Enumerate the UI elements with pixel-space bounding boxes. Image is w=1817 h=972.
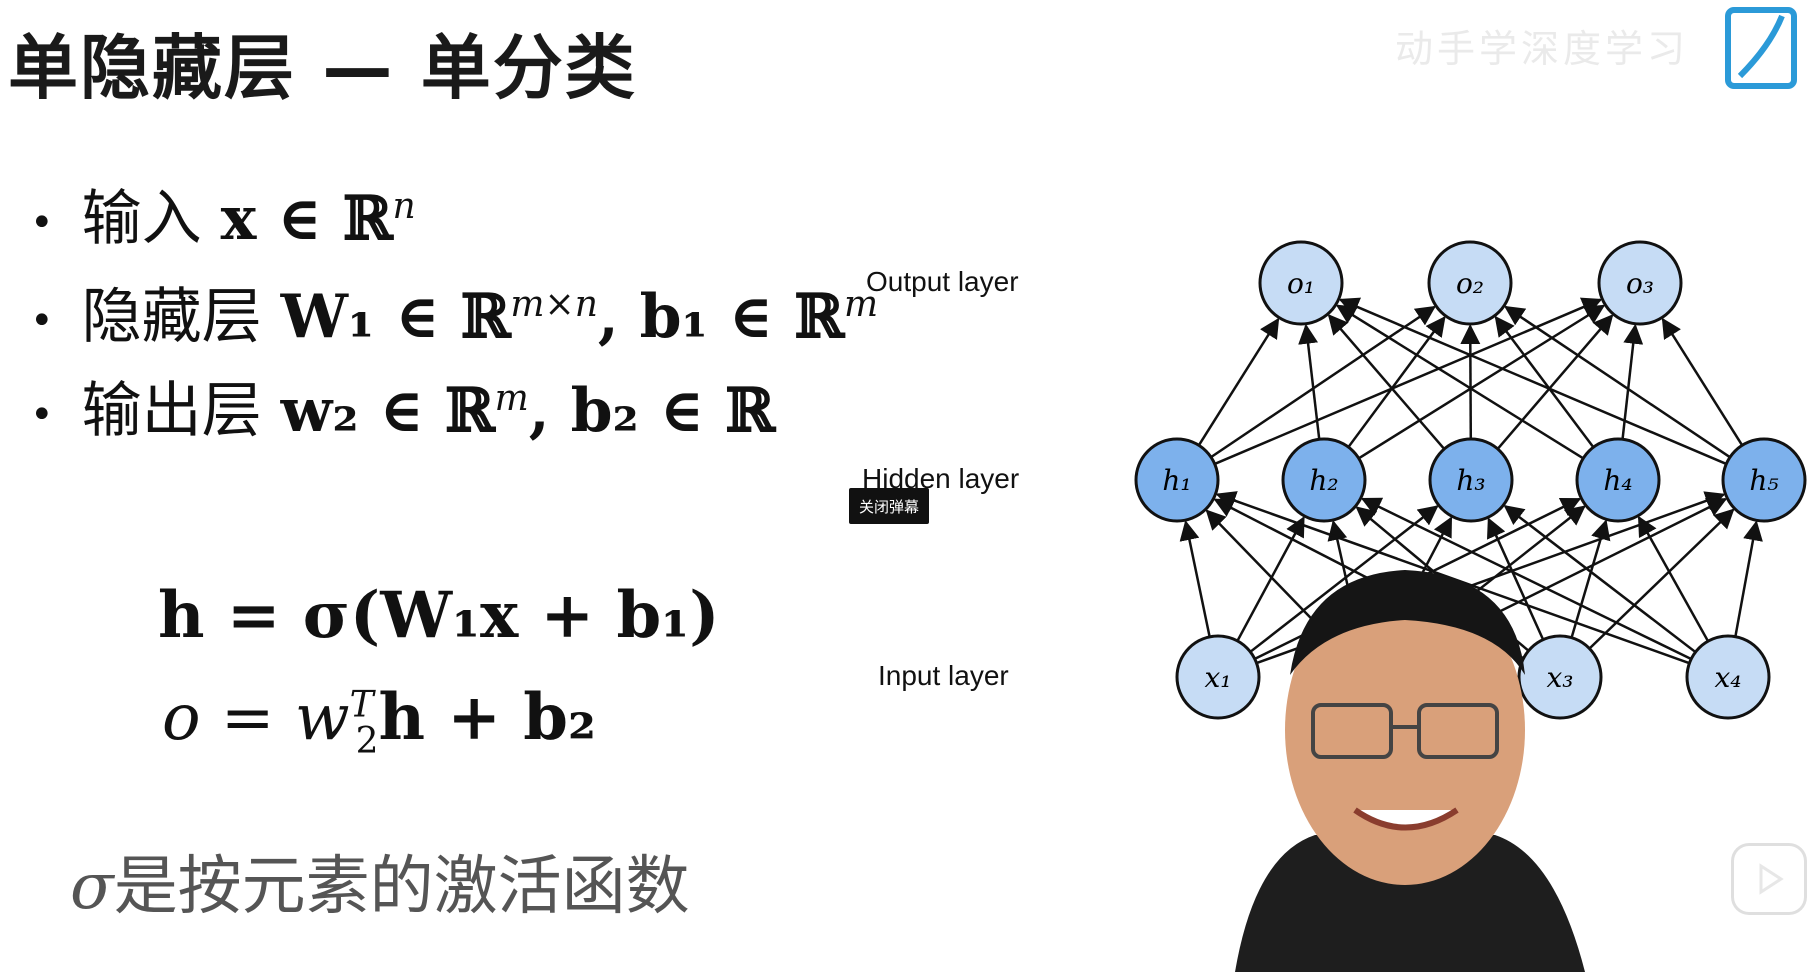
input-node: x₄ (1685, 634, 1771, 720)
play-icon (1759, 863, 1784, 895)
bullet-output-rest: , b₂ ∈ ℝ (528, 376, 775, 446)
play-button[interactable] (1731, 843, 1807, 915)
output-node: o₂ (1427, 240, 1513, 326)
presenter-video (1235, 570, 1585, 972)
hidden-node: h₄ (1575, 437, 1661, 523)
close-danmaku-button[interactable]: 关闭弹幕 (849, 488, 929, 524)
connection-arrow (1494, 315, 1595, 448)
connection-arrow (1298, 323, 1321, 440)
connection-arrow (1179, 520, 1211, 638)
connection-arrow (1637, 515, 1710, 642)
connection-arrow (1504, 305, 1731, 459)
connection-arrow (1360, 497, 1692, 661)
slide-title: 单隐藏层 — 单分类 (8, 27, 637, 109)
input-node-label: x₃ (1546, 661, 1573, 694)
connection-arrow (1197, 317, 1280, 446)
connection-arrow (1338, 297, 1727, 466)
connection-arrow (1496, 314, 1614, 450)
hidden-node-circle (1721, 437, 1807, 523)
output-layer-label: Output layer (866, 266, 1019, 297)
connection-arrow (1327, 314, 1446, 450)
hidden-node-label: h₁ (1162, 464, 1191, 497)
hidden-node-label: h₅ (1749, 464, 1778, 497)
channel-watermark: 动手学深度学习 (1395, 27, 1690, 71)
connection-arrow (1570, 519, 1611, 639)
output-node-label: o₃ (1626, 267, 1654, 300)
connection-arrow (1503, 504, 1697, 654)
bullet-hidden: • 隐藏层 W₁ ∈ ℝm×n, b₁ ∈ ℝm (30, 268, 878, 355)
bullet-hidden-prefix: 隐藏层 (81, 282, 281, 352)
output-node-label: o₁ (1287, 267, 1315, 300)
input-layer-label: Input layer (878, 660, 1009, 691)
input-node: x₃ (1517, 634, 1603, 720)
hidden-node-label: h₃ (1456, 464, 1485, 497)
equation-output: o = wT2h + b₂ (162, 680, 596, 762)
bullet-dot-icon: • (30, 200, 54, 247)
sigma-symbol: σ (70, 850, 114, 924)
output-node: o₃ (1597, 240, 1683, 326)
bilibili-logo-icon (1725, 7, 1797, 89)
hidden-node-label: h₄ (1603, 464, 1632, 497)
bullet-hidden-math: W₁ ∈ ℝ (280, 282, 511, 352)
bullet-output-prefix: 输出层 (81, 376, 281, 446)
input-node-circle (1175, 634, 1261, 720)
input-node-label: x₁ (1204, 661, 1231, 694)
bullet-dot-icon: • (30, 392, 54, 439)
hidden-node-circle (1134, 437, 1220, 523)
activation-note-text: 是按元素的激活函数 (113, 850, 690, 924)
output-node-circle (1597, 240, 1683, 326)
hidden-node-label: h₂ (1309, 464, 1338, 497)
hidden-node: h₃ (1428, 437, 1514, 523)
connection-arrow (1210, 305, 1436, 459)
connection-arrow (1249, 505, 1439, 653)
bullet-output-math: w₂ ∈ ℝ (280, 376, 495, 446)
connection-arrow (1460, 323, 1481, 440)
hidden-node: h₅ (1721, 437, 1807, 523)
connection-arrow (1588, 508, 1735, 650)
bullet-hidden-rest: , b₁ ∈ ℝ (597, 282, 844, 352)
connection-arrow (1734, 520, 1763, 637)
bullet-input: • 输入 x ∈ ℝn (30, 170, 416, 257)
input-node-label: x₄ (1714, 661, 1741, 694)
bullet-hidden-sup2: m (843, 284, 879, 325)
equation-output-right: h + b₂ (378, 680, 597, 755)
input-node-circle (1685, 634, 1771, 720)
output-node-label: o₂ (1456, 267, 1484, 300)
bullet-hidden-sup: m×n (510, 284, 598, 325)
equation-output-sub: 2 (355, 720, 379, 762)
equation-output-left: o = w (162, 681, 350, 755)
activation-note: σ是按元素的激活函数 (70, 835, 690, 927)
hidden-node: h₁ (1134, 437, 1220, 523)
hidden-node-circle (1575, 437, 1661, 523)
bullet-dot-icon: • (30, 298, 54, 345)
connection-arrow (1347, 315, 1446, 448)
equation-hidden: h = σ(W₁x + b₁) (158, 578, 720, 653)
output-node-circle (1427, 240, 1513, 326)
connection-arrow (1661, 317, 1744, 446)
equation-output-sup: T (349, 684, 374, 726)
connection-arrow (1335, 304, 1584, 460)
connection-arrow (1358, 304, 1606, 460)
bullet-input-math: x ∈ ℝ (220, 184, 393, 254)
hidden-node: h₂ (1281, 437, 1367, 523)
hidden-node-circle (1281, 437, 1367, 523)
hidden-node-circle (1428, 437, 1514, 523)
connection-arrow (1487, 517, 1545, 641)
input-node-circle (1517, 634, 1603, 720)
bullet-output: • 输出层 w₂ ∈ ℝm, b₂ ∈ ℝ (30, 362, 775, 449)
bullet-input-prefix: 输入 (81, 184, 221, 254)
output-node-circle (1258, 240, 1344, 326)
bullet-output-sup: m (494, 378, 529, 419)
input-node: x₁ (1175, 634, 1261, 720)
bullet-input-sup: n (392, 186, 416, 227)
output-node: o₁ (1258, 240, 1344, 326)
